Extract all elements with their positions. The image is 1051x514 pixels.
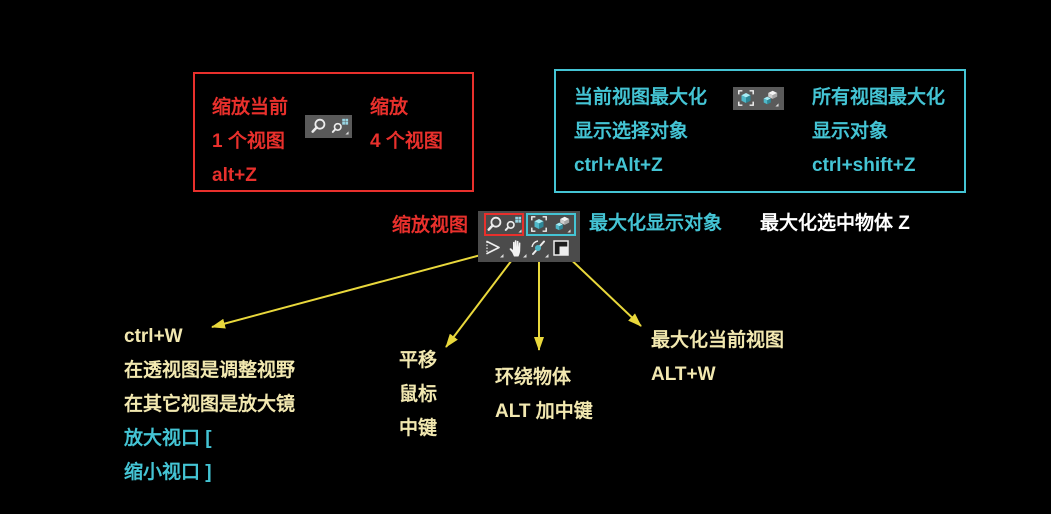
zoom-all-icon xyxy=(331,117,349,135)
zoom-extents-selected-shortcut-label: 最大化选中物体 Z xyxy=(760,213,910,234)
zoom-extents-all-icon xyxy=(553,215,571,233)
zoom-extents-all-note: 所有视图最大化 显示对象 ctrl+shift+Z xyxy=(812,81,945,183)
pan-button[interactable] xyxy=(507,238,527,258)
zoom-all-label: 缩放 xyxy=(370,97,409,118)
field-of-view-shortcut: ctrl+W xyxy=(124,326,183,347)
viewport-navigation-toolbar xyxy=(478,211,580,262)
maximize-legend-box: 当前视图最大化 显示选择对象 ctrl+Alt+Z 所有视图最大化 显示对象 c… xyxy=(554,69,966,193)
arrow-to-maximize-viewport-note xyxy=(562,251,642,327)
four-viewports-label: 4 个视图 xyxy=(370,131,443,152)
perspective-fov-description: 在透视图是调整视野 xyxy=(124,360,296,381)
zoom-extents-all-label: 所有视图最大化 xyxy=(812,87,946,108)
zoom-extents-shortcut-label: ctrl+Alt+Z xyxy=(574,155,663,176)
zoom-extents-note: 当前视图最大化 显示选择对象 ctrl+Alt+Z xyxy=(574,81,707,183)
maximize-viewport-icon xyxy=(551,238,571,258)
field-of-view-button[interactable] xyxy=(484,238,504,258)
pan-mouse-label: 鼠标 xyxy=(399,384,438,405)
arrow-to-field-of-view-note xyxy=(211,251,493,329)
zoom-shortcut-label: alt+Z xyxy=(212,165,257,186)
zoom-current-label: 缩放当前 xyxy=(212,97,289,118)
orbit-button[interactable] xyxy=(529,238,549,258)
orbit-shortcut: ALT 加中键 xyxy=(495,401,593,422)
zoom-icon xyxy=(486,215,504,233)
show-objects-label: 显示对象 xyxy=(812,121,889,142)
zoom-extents-icon xyxy=(530,215,548,233)
zoom-extents-all-button[interactable] xyxy=(553,215,571,233)
zoom-legend-box: 缩放当前 1 个视图 alt+Z 缩放 4 个视图 xyxy=(193,72,474,192)
other-views-magnifier-description: 在其它视图是放大镜 xyxy=(124,394,296,415)
zoom-extents-group-label: 最大化显示对象 xyxy=(589,213,723,234)
maximize-viewport-note: 最大化当前视图 ALT+W xyxy=(651,324,784,392)
zoom-extents-button[interactable] xyxy=(530,215,548,233)
pan-hand-icon xyxy=(507,238,527,258)
maximize-viewport-label: 最大化当前视图 xyxy=(651,330,785,351)
zoom-in-viewport-shortcut: 放大视口 [ xyxy=(124,428,212,449)
zoom-extents-buttons-highlight xyxy=(526,213,576,236)
pan-note: 平移 鼠标 中键 xyxy=(399,344,437,446)
zoom-extents-all-shortcut-label: ctrl+shift+Z xyxy=(812,155,916,176)
orbit-label: 环绕物体 xyxy=(495,367,572,388)
pan-label: 平移 xyxy=(399,350,438,371)
zoom-extents-all-icon xyxy=(761,89,779,107)
arrow-to-pan-note xyxy=(445,251,519,348)
maximize-viewport-shortcut: ALT+W xyxy=(651,364,716,385)
one-viewport-label: 1 个视图 xyxy=(212,131,285,152)
field-of-view-note: ctrl+W 在透视图是调整视野 在其它视图是放大镜 放大视口 [ 缩小视口 ] xyxy=(124,320,295,490)
orbit-note: 环绕物体 ALT 加中键 xyxy=(495,361,593,429)
zoom-view-label: 缩放视图 xyxy=(392,215,469,236)
show-selected-label: 显示选择对象 xyxy=(574,121,689,142)
zoom-all-note: 缩放 4 个视图 xyxy=(370,91,443,159)
field-of-view-icon xyxy=(484,238,504,258)
zoom-icon xyxy=(310,117,328,135)
maximize-viewport-button[interactable] xyxy=(551,238,571,258)
zoom-buttons-highlight xyxy=(484,213,524,236)
zoom-out-viewport-shortcut: 缩小视口 ] xyxy=(124,462,212,483)
zoom-current-note: 缩放当前 1 个视图 alt+Z xyxy=(212,91,288,193)
zoom-all-button[interactable] xyxy=(504,215,522,233)
zoom-extents-icon xyxy=(737,89,755,107)
zoom-button[interactable] xyxy=(486,215,504,233)
orbit-icon xyxy=(529,238,549,258)
zoom-extents-icons-tray xyxy=(733,87,784,110)
zoom-all-icon xyxy=(504,215,522,233)
zoom-icons-tray xyxy=(305,115,352,138)
zoom-extents-label: 当前视图最大化 xyxy=(574,87,708,108)
pan-middle-button-label: 中键 xyxy=(399,418,438,439)
